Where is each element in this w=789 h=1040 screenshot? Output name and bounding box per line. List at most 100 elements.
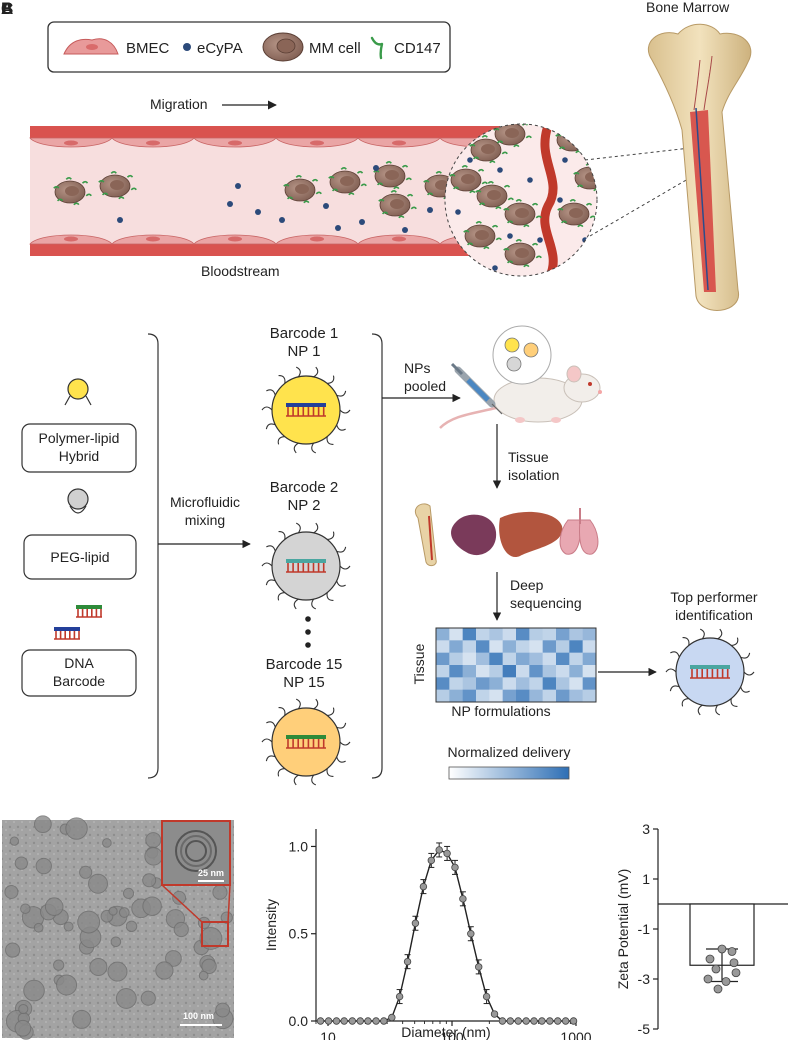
heatmap-cell <box>542 640 557 653</box>
dls-point <box>482 992 491 1001</box>
cd147-receptor <box>376 182 384 186</box>
dls-point <box>546 1017 554 1025</box>
ecypa-dot <box>227 201 233 207</box>
cd147-receptor <box>503 207 510 211</box>
heatmap-cell <box>516 665 530 678</box>
cd147-receptor <box>491 224 499 228</box>
cd147-receptor <box>495 237 502 241</box>
dls-point <box>490 1010 499 1018</box>
polymer-lipid-icon <box>64 378 92 406</box>
endothelial-nucleus <box>64 236 78 242</box>
myeloma-nucleus <box>569 208 583 218</box>
dls-point <box>554 1017 562 1025</box>
cd147-receptor <box>567 125 574 128</box>
cd147-receptor <box>452 186 460 190</box>
dls-xlabel: Diameter (nm) <box>401 1024 490 1040</box>
cd147-receptor <box>600 271 605 273</box>
heatmap-cell <box>556 652 570 666</box>
zeta-point <box>727 947 737 956</box>
tem-particle <box>56 974 78 996</box>
heatmap-cell <box>476 640 490 653</box>
cd147-receptor <box>503 247 510 251</box>
heatmap-cell <box>556 677 570 690</box>
cd147-receptor <box>315 191 322 195</box>
heatmap-cell <box>462 628 477 641</box>
ecypa-dot <box>497 167 503 173</box>
heatmap-cell <box>542 652 557 666</box>
tem-particle <box>155 961 174 980</box>
zeta-point <box>705 954 715 964</box>
heatmap-cell <box>436 652 450 666</box>
cd147-receptor <box>496 140 504 144</box>
tem-particle <box>79 865 93 879</box>
myeloma-nucleus <box>65 186 79 196</box>
tem-particle <box>212 884 228 900</box>
panel-letter-b: B <box>1 0 13 18</box>
dls-ylabel: Intensity <box>263 899 279 951</box>
heatmap-cell <box>462 677 477 690</box>
endothelial-nucleus <box>64 140 78 146</box>
myeloma-nucleus <box>515 208 529 218</box>
ecypa-dot <box>567 269 573 275</box>
cd147-receptor <box>583 128 591 132</box>
endothelial-nucleus <box>392 140 406 146</box>
cd147-receptor <box>472 156 480 160</box>
dls-point <box>372 1017 380 1025</box>
heatmap-cell <box>502 652 517 666</box>
cd147-receptor <box>469 190 476 194</box>
heatmap-ylabel: Tissue <box>411 643 427 684</box>
myeloma-nucleus <box>591 254 597 264</box>
zeta-ytick-label: 3 <box>642 821 650 837</box>
dls-point <box>530 1017 538 1025</box>
ecypa-dot <box>373 165 379 171</box>
heatmap-cell <box>556 689 570 703</box>
lungs-icon <box>559 508 599 555</box>
myeloma-nucleus <box>435 180 449 190</box>
zeta-point <box>729 958 739 968</box>
heatmap-frame <box>435 627 597 703</box>
cd147-receptor <box>493 127 500 131</box>
tem-particle <box>102 838 112 848</box>
heatmap-cell <box>449 652 463 666</box>
zeta-point <box>721 977 731 986</box>
tem-particle <box>5 942 21 958</box>
cd147-receptor <box>481 181 488 185</box>
ecypa-dot <box>402 227 408 233</box>
tem-image: 25 nm 100 nm <box>2 815 234 1040</box>
cd147-receptor <box>576 184 584 188</box>
zeta-ytick-label: 1 <box>642 871 650 887</box>
cd147-receptor <box>481 135 488 138</box>
heatmap-cell <box>489 640 503 653</box>
dls-point <box>419 882 428 891</box>
dls-curve <box>320 849 574 1022</box>
dls-point <box>316 1017 325 1025</box>
dls-point <box>403 957 412 966</box>
dls-ytick-label: 0.0 <box>289 1013 309 1029</box>
cd147-receptor <box>406 193 414 197</box>
zeta-point <box>713 984 723 994</box>
tem-particle <box>63 921 74 932</box>
heatmap-cell <box>569 689 583 703</box>
ecypa-dot <box>562 157 568 163</box>
heatmap-cell <box>529 665 543 678</box>
ecypa-dot <box>607 202 613 208</box>
heatmap-cell <box>542 628 557 641</box>
cd147-receptor <box>585 202 593 206</box>
heatmap-cell <box>476 628 490 641</box>
heatmap-cell <box>449 640 463 653</box>
endothelial-nucleus <box>146 140 160 146</box>
tem-particle <box>110 936 122 948</box>
heatmap-cell <box>569 640 583 653</box>
myeloma-nucleus <box>481 144 495 154</box>
tem-particle <box>220 911 233 924</box>
myeloma-nucleus <box>475 230 489 240</box>
ecypa-dot <box>359 219 365 225</box>
tem-inset-particle <box>175 830 217 872</box>
cd147-receptor <box>582 266 590 270</box>
cd147-receptor <box>463 229 470 233</box>
cd147-receptor <box>557 207 564 211</box>
